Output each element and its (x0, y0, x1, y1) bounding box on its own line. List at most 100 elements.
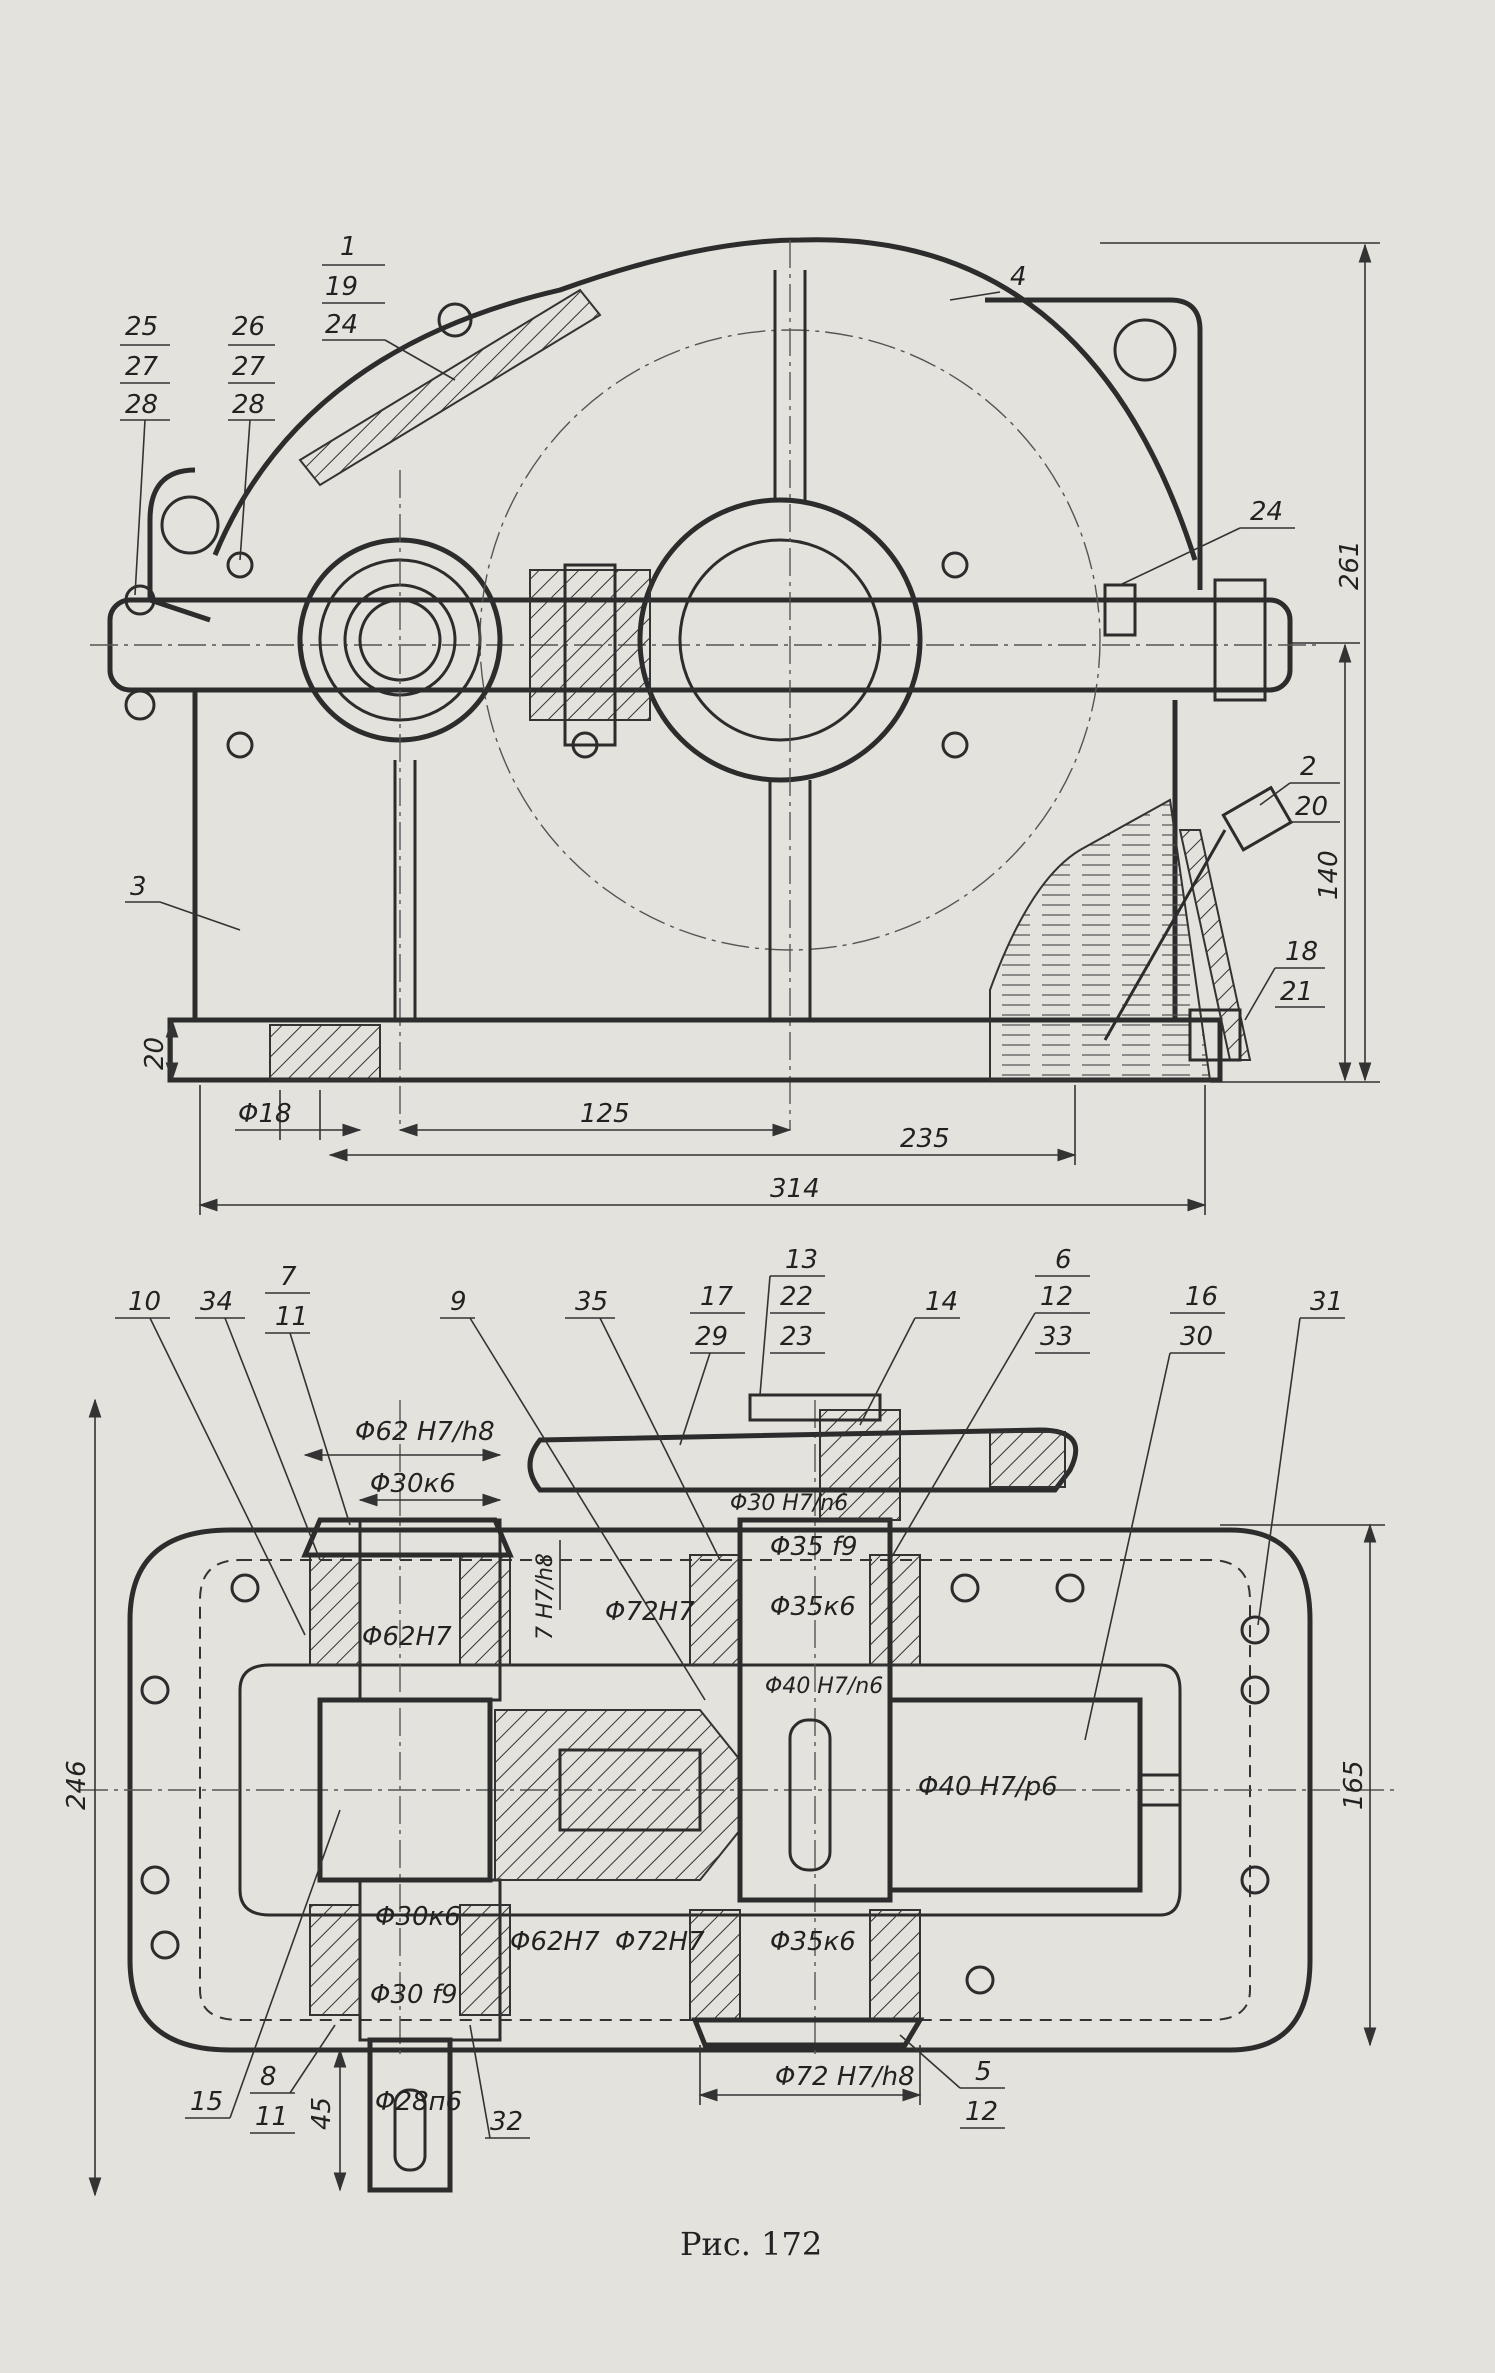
bolt-hole-icon (140, 1573, 1270, 1995)
callout-text: 12 (965, 2097, 998, 2127)
dimension-phi72-h7-h8: Φ72 H7/h8 (698, 2045, 922, 2105)
callout-25-27-28: 25 27 28 (120, 312, 170, 596)
dimension-text: 125 (580, 1099, 630, 1129)
callout-text: 27 (232, 352, 266, 382)
callout-text: 5 (975, 2057, 992, 2087)
dimension-phi30f9: Φ30 f9 (370, 1980, 458, 2010)
callout-text: 28 (125, 390, 158, 420)
dimension-165: 165 (1220, 1523, 1385, 2047)
callout-text: 10 (128, 1287, 161, 1317)
dimension-phi18: Φ18 (235, 1090, 362, 1140)
callout-2-20: 2 20 (1259, 752, 1340, 823)
callout-32: 32 (469, 2024, 530, 2139)
callout-13-22-23: 13 22 23 (759, 1245, 825, 1396)
dimension-phi62H7-b: Φ62H7 (510, 1927, 600, 1957)
callout-14: 14 (859, 1287, 960, 1426)
dimension-text: 246 (62, 1760, 92, 1810)
dimension-235: 235 (328, 1085, 1077, 1165)
callout-31: 31 (1257, 1287, 1345, 1626)
dimension-125: 125 (398, 1099, 792, 1137)
dimension-246: 246 (62, 1398, 102, 2197)
callout-text: 2 (1300, 752, 1317, 782)
dimension-phi40-H7-p6: Φ40 H7/p6 (918, 1772, 1058, 1802)
callout-8-11: 8 11 (250, 2024, 336, 2134)
callout-text: 26 (232, 312, 265, 342)
dimension-261: 261 (1100, 242, 1380, 1082)
dimension-phi35k6-a: Φ35к6 (770, 1592, 856, 1622)
callout-text: 19 (325, 272, 358, 302)
dimension-phi30-H7-n6: Φ30 H7/n6 (730, 1491, 848, 1516)
callout-text: 18 (1285, 937, 1318, 967)
callout-text: 22 (780, 1282, 813, 1312)
callout-text: 24 (1250, 497, 1283, 527)
callout-text: 32 (490, 2107, 523, 2137)
callout-34: 34 (195, 1287, 321, 1561)
callout-text: 23 (780, 1322, 813, 1352)
bolt-icon (124, 551, 1267, 1062)
callout-text: 35 (575, 1287, 608, 1317)
dimension-140: 140 (1210, 642, 1380, 1083)
callout-9: 9 (440, 1287, 706, 1701)
dimension-phi62H7-a: Φ62H7 (362, 1622, 452, 1652)
dimension-phi72H7-b: Φ72H7 (615, 1927, 705, 1957)
callout-17-29: 17 29 (679, 1282, 745, 1446)
dimension-text: 45 (307, 2097, 337, 2130)
callout-text: 29 (695, 1322, 728, 1352)
callout-6-12-33: 6 12 33 (889, 1245, 1090, 1561)
callout-text: 4 (1010, 262, 1027, 292)
dimension-text: 7 H7/h8 (533, 1553, 558, 1640)
callout-3: 3 (125, 872, 241, 931)
dimension-text: 261 (1335, 540, 1365, 590)
callout-text: 11 (275, 1302, 308, 1332)
callout-26-27-28: 26 27 28 (228, 312, 275, 561)
callout-1-19-24: 1 19 24 (322, 232, 456, 381)
callout-text: 25 (125, 312, 158, 342)
dimension-20: 20 (140, 1018, 179, 1082)
dimension-phi30k6-bottom: Φ30к6 (375, 1902, 461, 1932)
callout-text: 14 (925, 1287, 958, 1317)
dimension-text: Φ18 (238, 1099, 292, 1129)
callout-text: 27 (125, 352, 159, 382)
dimension-phi35k6-b: Φ35к6 (770, 1927, 856, 1957)
callout-24: 24 (1119, 497, 1295, 586)
dimension-text: 314 (770, 1174, 820, 1204)
figure-caption: Рис. 172 (680, 2225, 822, 2263)
callout-7-11: 7 11 (265, 1262, 351, 1526)
dimension-text: 20 (140, 1037, 170, 1070)
callout-text: 21 (1280, 977, 1313, 1007)
gearbox-front-view (90, 237, 1320, 1130)
dimension-text: Φ30к6 (370, 1469, 456, 1499)
dimension-text: 140 (1314, 850, 1344, 900)
dimension-phi40-H7-n6: Φ40 H7/n6 (765, 1674, 883, 1699)
dimension-phi72H7-a: Φ72H7 (605, 1597, 695, 1627)
callout-text: 12 (1040, 1282, 1073, 1312)
callout-text: 13 (785, 1245, 818, 1275)
callout-text: 15 (190, 2087, 223, 2117)
dimension-text: Φ62 H7/h8 (355, 1417, 495, 1447)
callout-4: 4 (949, 262, 1027, 301)
callout-10: 10 (115, 1287, 306, 1636)
callout-text: 1 (340, 232, 357, 262)
callout-text: 3 (130, 872, 147, 902)
callout-35: 35 (565, 1287, 721, 1561)
callout-text: 17 (700, 1282, 734, 1312)
callout-text: 9 (450, 1287, 467, 1317)
dimension-314: 314 (198, 1085, 1207, 1215)
callout-text: 7 (280, 1262, 297, 1292)
dimension-phi30k6-top: Φ30к6 (358, 1469, 502, 1507)
dimension-text: 165 (1339, 1760, 1369, 1810)
dimension-text: Φ72 H7/h8 (775, 2062, 915, 2092)
callout-text: 34 (200, 1287, 233, 1317)
gearbox-plan-view (80, 1393, 1400, 2193)
callout-text: 16 (1185, 1282, 1218, 1312)
dimension-phi62-h7-h8: Φ62 H7/h8 (303, 1417, 502, 1462)
callout-text: 33 (1040, 1322, 1073, 1352)
callout-5-12: 5 12 (899, 2034, 1005, 2129)
callout-text: 20 (1295, 792, 1328, 822)
dimension-45: 45 (307, 2048, 347, 2192)
callout-text: 11 (255, 2102, 288, 2132)
callout-text: 31 (1310, 1287, 1343, 1317)
dimension-phi28n6: Φ28п6 (375, 2087, 462, 2117)
